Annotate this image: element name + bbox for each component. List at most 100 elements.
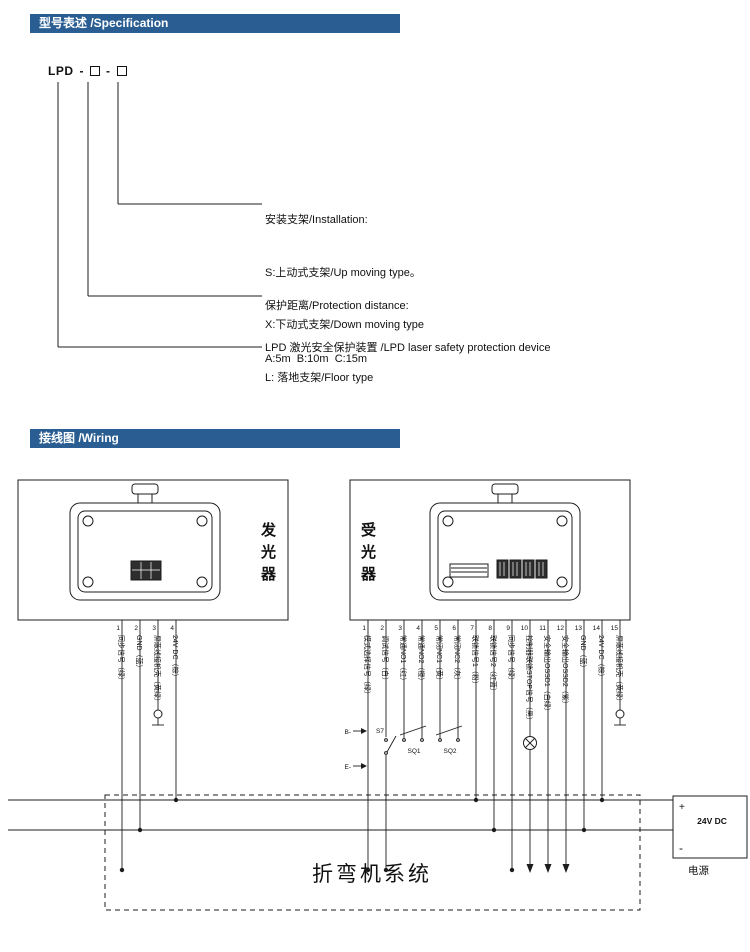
receiver-wire-4	[420, 620, 424, 742]
spec-section-bar: 型号表述 /Specification	[30, 14, 400, 33]
contact	[384, 738, 388, 742]
terminal-label: 屏蔽线接机壳（黄绿）	[615, 635, 624, 705]
receiver-wire-11	[544, 620, 552, 873]
terminal-label: 24V DC（棕）	[597, 635, 606, 681]
emitter-housing	[69, 502, 221, 601]
terminal-number: 7	[470, 625, 474, 632]
selector-b-mark: B-	[345, 729, 352, 736]
system-dashed-box	[104, 794, 641, 911]
terminal-number: 12	[557, 625, 565, 632]
receiver-device	[429, 483, 581, 601]
switch-sq1: SQ1	[399, 725, 427, 755]
terminal-label: GND（蓝）	[135, 635, 144, 672]
terminal-label: GND（蓝）	[579, 635, 588, 672]
power-supply-outline	[672, 795, 748, 859]
receiver-housing-inner	[437, 510, 573, 593]
down-arrow	[562, 864, 570, 873]
installation-line-s: S:上动式支架/Up moving type。	[265, 266, 421, 279]
emitter-device	[69, 483, 221, 601]
terminal-number: 3	[152, 625, 156, 632]
power-minus: -	[679, 841, 683, 855]
terminal-number: 11	[539, 625, 546, 632]
protection-title: 保护距离/Protection distance:	[265, 300, 409, 312]
receiver-wire-15	[614, 620, 626, 726]
terminal-label: 常闭NC2（灰）	[453, 635, 462, 684]
shield-clamp	[153, 709, 163, 719]
terminal-number: 4	[170, 625, 174, 632]
contact	[456, 738, 460, 742]
cable-gland-body	[137, 493, 153, 504]
installation-block: 安装支架/Installation: S:上动式支架/Up moving typ…	[265, 177, 424, 422]
terminal-label: 调试信号（白）	[381, 635, 390, 684]
switch-sq1-label: SQ1	[407, 748, 420, 755]
receiver-wire-10	[523, 620, 537, 873]
terminal-label: 安全输出OSSD1（白绿）	[543, 635, 552, 715]
terminal-number: 8	[488, 625, 492, 632]
selector-e-mark: E-	[345, 764, 352, 771]
wiring-section-bar: 接线图 /Wiring	[30, 429, 400, 448]
protection-block: 保护距离/Protection distance: A:5m B:10m C:1…	[265, 263, 409, 403]
model-option-box-2	[116, 66, 127, 76]
receiver-wire-5	[438, 620, 442, 742]
switch-s7-label: S7	[376, 728, 384, 735]
terminal-label: 模式选择信号（绿）	[363, 635, 372, 698]
power-supply-box: + 24V DC - 电源	[672, 795, 748, 877]
terminal-number: 1	[116, 625, 120, 632]
terminal-number: 1	[362, 625, 366, 632]
terminal-number: 13	[575, 625, 583, 632]
screw	[196, 515, 208, 527]
terminal-label: 常通NO2（橙）	[417, 635, 426, 684]
screw	[556, 576, 568, 588]
screw	[556, 515, 568, 527]
terminal-label: 安全输出OSSD2（紫）	[561, 635, 570, 708]
screw	[196, 576, 208, 588]
model-code-row: LPD - -	[48, 64, 127, 78]
model-prefix: LPD	[48, 64, 74, 78]
terminal-label: 24V DC（棕）	[171, 635, 180, 681]
shield-clamp	[615, 709, 625, 719]
terminal-number: 3	[398, 625, 402, 632]
emitter-box	[17, 479, 289, 621]
terminal-label: 常闭NC1（黄）	[435, 635, 444, 684]
contact	[384, 751, 388, 755]
receiver-wire-2: S7	[376, 620, 397, 873]
contact	[402, 738, 406, 742]
terminal-label: 控制器联锁STOP信号（黑）	[525, 635, 534, 724]
wiring-diagram: 1 2 3 4 同步信号（绿） GND（蓝） 屏蔽线接机壳（黄绿） 24V DC…	[8, 479, 748, 911]
terminal-number: 10	[521, 625, 529, 632]
model-dash-1: -	[79, 64, 84, 78]
power-plus: +	[679, 802, 685, 813]
screw	[82, 515, 94, 527]
dip-block	[496, 559, 509, 579]
switch-sq2: SQ2	[435, 725, 463, 755]
terminal-label: 屏蔽线接机壳（黄绿）	[153, 635, 162, 705]
terminal-label: 同步信号（绿）	[507, 635, 516, 684]
terminal-number: 5	[434, 625, 438, 632]
receiver-wire-12	[562, 620, 570, 873]
terminal-number: 4	[416, 625, 420, 632]
terminal-number: 2	[380, 625, 384, 632]
emitter-housing-inner	[77, 510, 213, 593]
terminal-number: 15	[611, 625, 619, 632]
emitter-wire-1	[119, 620, 125, 873]
terminal-label: 联锁信号2（红蓝）	[489, 635, 498, 695]
down-arrow	[544, 864, 552, 873]
receiver-label: 受光器	[360, 522, 376, 583]
installation-line-x: X:下动式支架/Down moving type	[265, 319, 424, 331]
power-voltage: 24V DC	[697, 816, 727, 826]
receiver-wire-9	[509, 620, 515, 873]
model-option-box-1	[90, 66, 100, 76]
terminal-number: 6	[452, 625, 456, 632]
terminal-label: 联锁信号1（粉）	[471, 635, 480, 688]
installation-title: 安装支架/Installation:	[265, 214, 368, 226]
receiver-wire-3	[402, 620, 406, 742]
cable-gland-cap	[131, 483, 159, 495]
system-label: 折弯机系统	[312, 863, 432, 886]
screw	[442, 576, 454, 588]
emitter-wire-3	[152, 620, 164, 726]
terminal-number: 9	[506, 625, 510, 632]
contact	[438, 738, 442, 742]
model-dash-2: -	[106, 64, 111, 78]
terminal-label: 同步信号（绿）	[117, 635, 126, 684]
